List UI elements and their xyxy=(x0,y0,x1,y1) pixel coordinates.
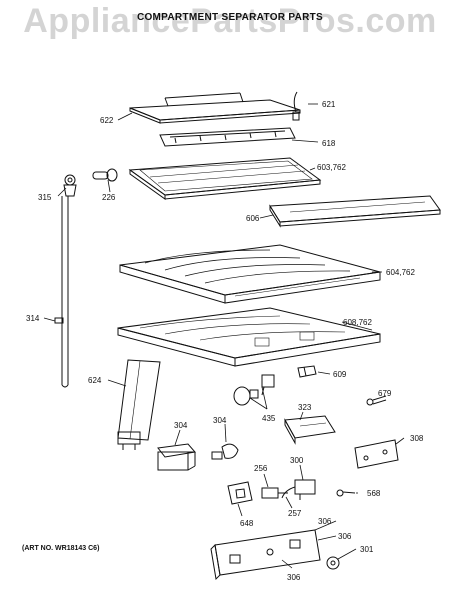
part-304-switch xyxy=(211,443,239,460)
callout-568: 568 xyxy=(367,489,381,498)
callout-315: 315 xyxy=(38,193,52,202)
part-624-duct xyxy=(117,359,161,450)
callout-603-762: 603,762 xyxy=(317,163,346,172)
part-226-knob xyxy=(92,168,118,182)
callout-306-mid: 306 xyxy=(338,532,352,541)
diagram-title: COMPARTMENT SEPARATOR PARTS xyxy=(136,12,324,23)
callout-622: 622 xyxy=(100,116,114,125)
callout-323: 323 xyxy=(298,403,312,412)
callout-609: 609 xyxy=(333,370,347,379)
callout-226: 226 xyxy=(102,193,116,202)
part-622-cover xyxy=(129,92,301,124)
part-604-pan xyxy=(119,244,381,304)
part-679-screw xyxy=(366,395,387,406)
callout-306-top: 306 xyxy=(318,517,332,526)
callout-256: 256 xyxy=(254,464,268,473)
part-608-pan xyxy=(117,307,381,367)
part-323-shield xyxy=(284,415,336,445)
part-621-sensor xyxy=(292,91,300,121)
part-308-bracket xyxy=(354,439,399,469)
part-315-control xyxy=(63,174,77,197)
callout-304-right: 304 xyxy=(213,416,227,425)
part-314-rod xyxy=(54,196,69,388)
part-648-bracket xyxy=(227,481,253,505)
part-606-trim xyxy=(269,195,441,228)
leader-lines xyxy=(43,103,405,569)
callout-304-left: 304 xyxy=(174,421,188,430)
callout-314: 314 xyxy=(26,314,40,323)
part-306-housing xyxy=(210,529,321,581)
callout-257: 257 xyxy=(288,509,302,518)
art-number: (ART NO. WR18143 C6) xyxy=(22,545,100,552)
part-603-shelf xyxy=(128,157,322,200)
part-609-clip xyxy=(297,365,317,378)
callout-308: 308 xyxy=(410,434,424,443)
callout-608-762: 608,762 xyxy=(343,318,372,327)
callout-301: 301 xyxy=(360,545,374,554)
part-304-housing xyxy=(157,443,196,471)
part-568-screw xyxy=(336,489,356,497)
callout-618: 618 xyxy=(322,139,336,148)
part-300-thermostat xyxy=(281,479,316,500)
part-618-bracket xyxy=(159,127,296,147)
callout-435: 435 xyxy=(262,414,276,423)
callout-679: 679 xyxy=(378,389,392,398)
callout-300: 300 xyxy=(290,456,304,465)
callout-604-762: 604,762 xyxy=(386,268,415,277)
part-256-control xyxy=(261,487,288,499)
part-301-knob xyxy=(326,556,340,570)
callout-621: 621 xyxy=(322,100,336,109)
callout-306-bottom: 306 xyxy=(287,573,301,582)
watermark: AppliancePartsPros.com xyxy=(23,2,437,40)
callout-648: 648 xyxy=(240,519,254,528)
callout-624: 624 xyxy=(88,376,102,385)
callout-606: 606 xyxy=(246,214,260,223)
